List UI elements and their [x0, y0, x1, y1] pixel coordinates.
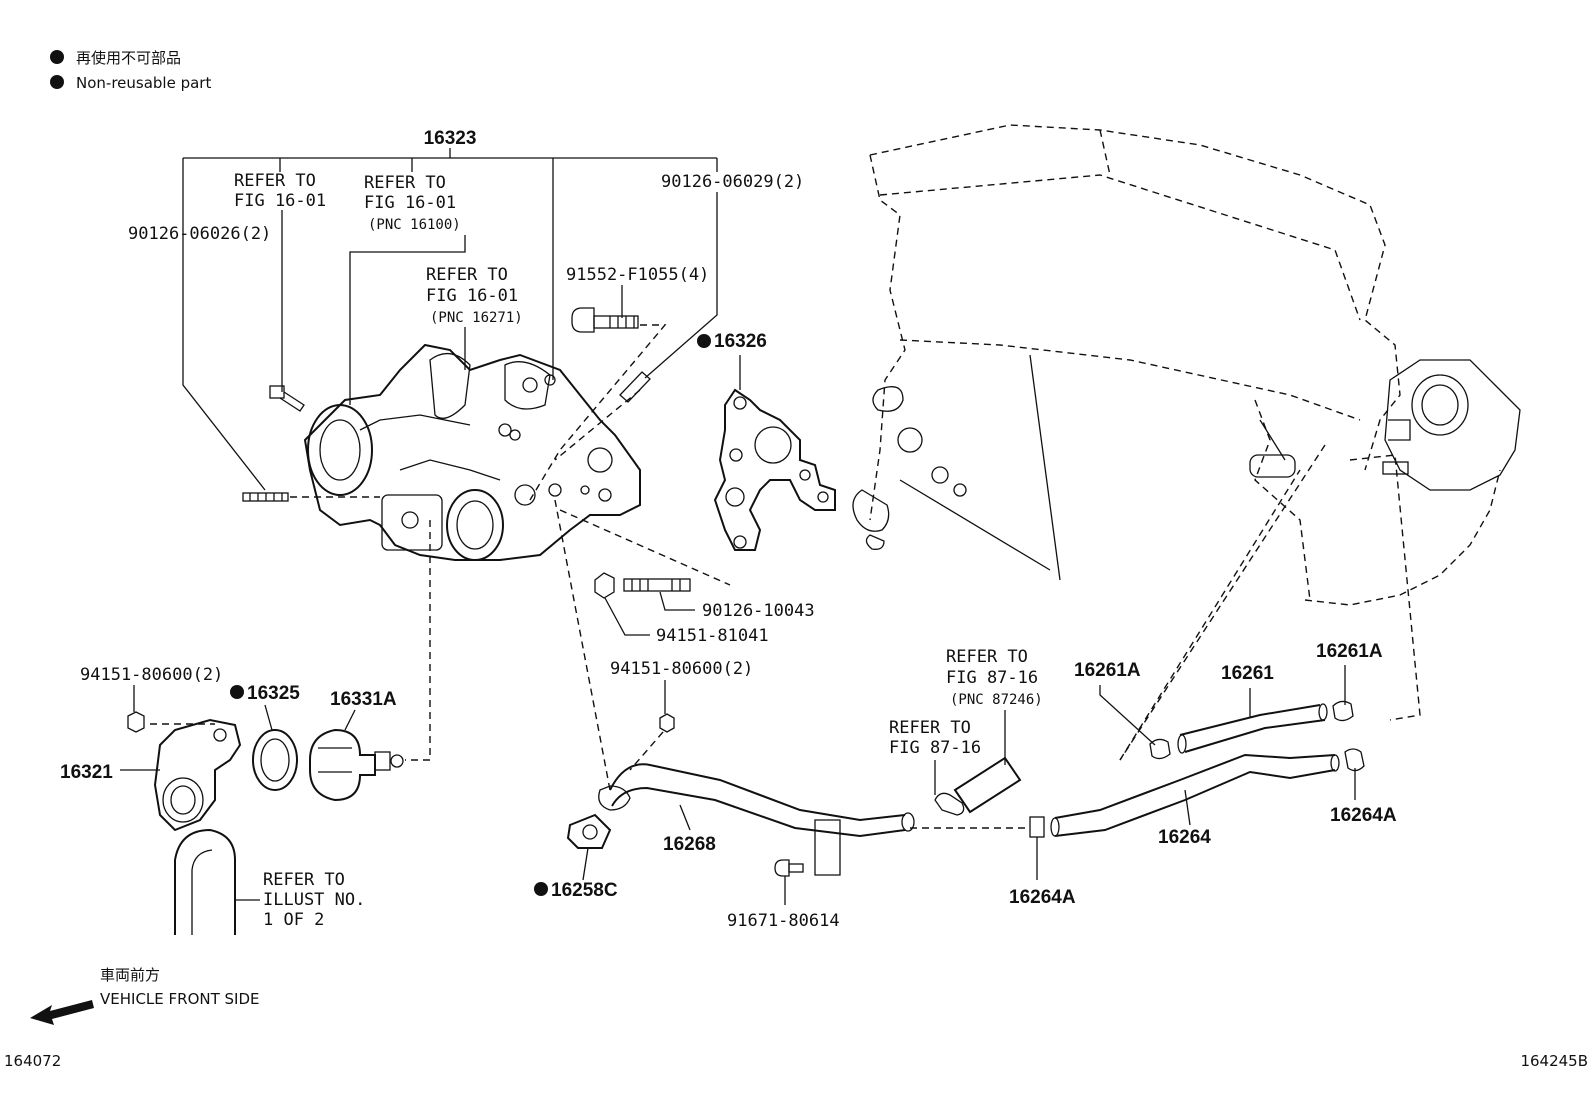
stud-bolt-90126-06026: [242, 492, 289, 502]
label-refer-mid-l1: REFER TO: [364, 173, 446, 193]
label-94151-80600-center: 94151-80600(2): [610, 659, 753, 679]
radiator-hose-lower: [174, 828, 236, 935]
engine-block: [852, 124, 1501, 606]
hose-16261: [1177, 703, 1328, 754]
label-16264A-right: 16264A: [1330, 805, 1397, 826]
label-91671-80614: 91671-80614: [727, 911, 840, 931]
label-refer-mid-l2: FIG 16-01: [364, 193, 456, 213]
label-refer-pump-l2: FIG 16-01: [426, 286, 518, 306]
alignment-lines: [150, 324, 1421, 829]
label-90126-06026: 90126-06026(2): [128, 224, 271, 244]
legend-english: Non-reusable part: [76, 74, 211, 92]
label-16323: 16323: [424, 128, 477, 149]
gasket-16326: [713, 388, 836, 551]
label-refer-left-l2: FIG 16-01: [234, 191, 326, 211]
bullet-icon: [50, 75, 64, 89]
label-16261A-right: 16261A: [1316, 641, 1383, 662]
front-label-japanese: 車両前方: [100, 966, 160, 984]
gasket-16258C: [566, 813, 612, 849]
front-label-english: VEHICLE FRONT SIDE: [100, 990, 260, 1008]
label-94151-80600-left: 94151-80600(2): [80, 665, 223, 685]
non-reusable-dot: [697, 334, 711, 348]
label-refer-8716-b-l2: FIG 87-16: [889, 738, 981, 758]
clamp-16264A-lower: [1029, 816, 1045, 838]
footer-code-right: 164245B: [1520, 1052, 1588, 1070]
label-16331A: 16331A: [330, 689, 397, 710]
label-16261A-left: 16261A: [1074, 660, 1141, 681]
label-16264A-lower: 16264A: [1009, 887, 1076, 908]
footer-code-left: 164072: [4, 1052, 61, 1070]
label-16268: 16268: [663, 834, 716, 855]
labels: 16323 REFER TO FIG 16-01 REFER TO FIG 16…: [60, 128, 1397, 931]
label-refer-pump-l3: (PNC 16271): [430, 310, 523, 326]
label-16261: 16261: [1221, 663, 1274, 684]
front-arrow-icon: [30, 1000, 94, 1025]
clamp-16261A-left: [1149, 738, 1171, 760]
hose-16264: [1050, 753, 1340, 837]
bullet-icon: [50, 50, 64, 64]
label-refer-illust-l3: 1 OF 2: [263, 910, 324, 930]
label-refer-mid-l3: (PNC 16100): [368, 217, 461, 233]
label-refer-pump-l1: REFER TO: [426, 265, 508, 285]
label-refer-8716-a-l1: REFER TO: [946, 647, 1028, 667]
nut-94151-81041: [594, 572, 615, 599]
clamp-16264A-right: [1344, 748, 1365, 772]
label-refer-illust-l1: REFER TO: [263, 870, 345, 890]
legend-japanese: 再使用不可部品: [76, 49, 181, 67]
label-91552-F1055: 91552-F1055(4): [566, 265, 709, 285]
bolt-91671-80614: [774, 859, 804, 877]
vehicle-front-indicator: 車両前方 VEHICLE FRONT SIDE: [30, 966, 260, 1025]
label-refer-8716-a-l3: (PNC 87246): [950, 692, 1043, 708]
label-90126-10043: 90126-10043: [702, 601, 815, 621]
label-refer-8716-a-l2: FIG 87-16: [946, 668, 1038, 688]
bolt-refer-16-01: [269, 385, 305, 412]
label-90126-06029: 90126-06029(2): [661, 172, 804, 192]
nut-94151-80600-left: [127, 711, 145, 733]
leader-lines: [120, 148, 1356, 905]
bolt-91552-F1055: [571, 307, 639, 333]
label-refer-8716-b-l1: REFER TO: [889, 718, 971, 738]
legend: 再使用不可部品 Non-reusable part: [50, 49, 211, 92]
label-16264: 16264: [1158, 827, 1211, 848]
water-inlet-16321: [153, 718, 242, 832]
clamp-16261A-right: [1332, 700, 1354, 722]
label-refer-illust-l2: ILLUST NO.: [263, 890, 365, 910]
non-reusable-dot: [230, 685, 244, 699]
stud-bolt-90126-10043: [623, 578, 691, 592]
label-refer-left-l1: REFER TO: [234, 171, 316, 191]
stud-bolt-90126-06029: [619, 371, 651, 403]
gasket-16325: [252, 729, 298, 791]
thermostat-16331A: [309, 728, 404, 802]
non-reusable-dot: [534, 882, 548, 896]
label-16321: 16321: [60, 762, 113, 783]
label-94151-81041: 94151-81041: [656, 626, 769, 646]
nut-94151-80600-center: [659, 713, 675, 733]
pipe-16268: [598, 763, 915, 876]
label-16326: 16326: [714, 331, 767, 352]
water-pump-assembly: [303, 343, 641, 561]
label-16325: 16325: [247, 683, 300, 704]
hose-refer-87-16: [934, 756, 1022, 816]
throttle-body: [1382, 359, 1521, 491]
label-16258C: 16258C: [551, 880, 618, 901]
